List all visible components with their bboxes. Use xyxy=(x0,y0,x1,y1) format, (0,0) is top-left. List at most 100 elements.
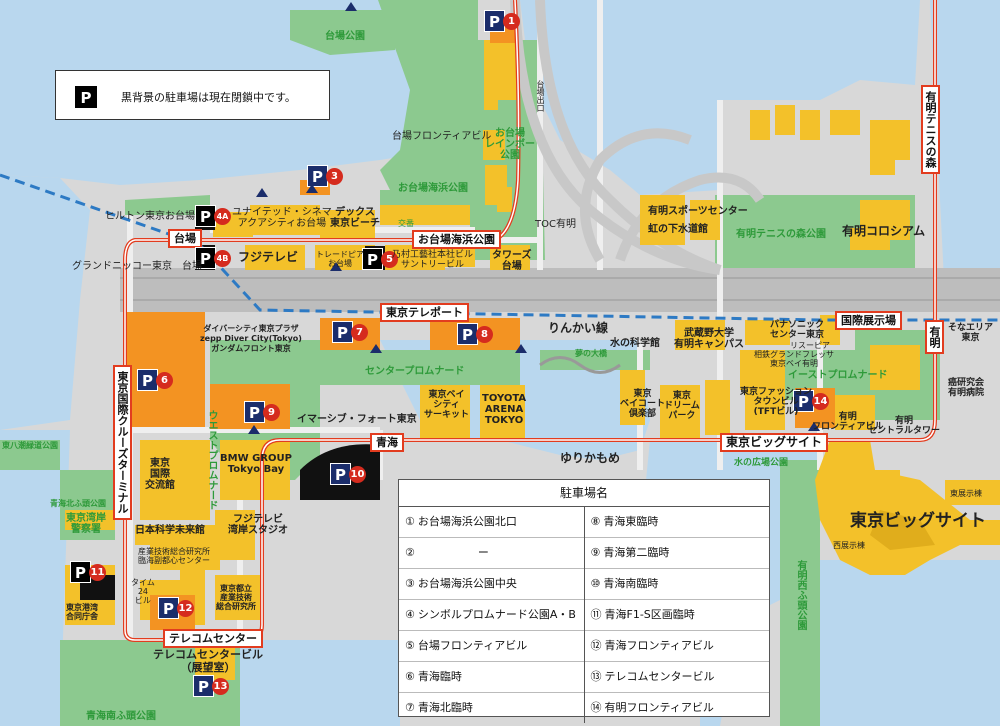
row-name: お台場海浜公園北口 xyxy=(417,515,517,528)
label-sangyo: 東京都立 産業技術 総合研究所 xyxy=(216,584,256,611)
label-grand-nikko: グランドニッコー東京 台場 xyxy=(72,261,202,272)
entrance-icon xyxy=(515,344,527,353)
label-aomi-minami: 青海南ふ頭公園 xyxy=(86,711,156,722)
label-toc: TOC有明 xyxy=(535,219,576,230)
row-name: 青海東臨時 xyxy=(603,515,659,528)
label-miraikan: 日本科学未来館 xyxy=(135,525,205,536)
parking-p-icon: P xyxy=(70,561,91,583)
entrance-icon xyxy=(330,262,342,271)
legend-text: 黒背景の駐車場は現在閉鎖中です。 xyxy=(121,91,296,104)
row-number: ④ xyxy=(405,608,415,621)
label-ariake-west: 有明西ふ頭公園 xyxy=(795,560,806,630)
row-name: 青海フロンティアビル xyxy=(604,639,714,652)
parking-number: 6 xyxy=(156,372,173,389)
label-east-promenade: イーストプロムナード xyxy=(788,370,888,381)
station-teleport: 東京テレポート xyxy=(380,303,469,322)
parking-number: 13 xyxy=(212,678,229,695)
station-ariake-tennis: 有明テニスの森 xyxy=(921,85,940,174)
label-colosseum: 有明コロシアム xyxy=(842,224,926,238)
parking-p-icon: P xyxy=(193,675,214,697)
label-higashi-yashio: 東八潮緑道公園 xyxy=(2,441,58,450)
label-fuji-studio: フジテレビ 湾岸スタジオ xyxy=(228,514,288,536)
label-telecom-bldg: テレコムセンタービル （展望室） xyxy=(153,648,263,674)
parking-p-icon: P xyxy=(195,205,216,227)
label-toyota-arena: TOYOTA ARENA TOKYO xyxy=(482,393,527,426)
row-name: 青海F1-S区画臨時 xyxy=(604,608,695,621)
row-name: シンボルプロムナード公園A・B xyxy=(417,608,576,621)
parking-number: 8 xyxy=(476,326,493,343)
station-odaiba-kaihin: お台場海浜公園 xyxy=(412,230,501,249)
label-niji: 虹の下水道館 xyxy=(648,224,708,235)
parking-number: 14 xyxy=(812,393,829,410)
label-koban: 交番 xyxy=(398,219,414,228)
label-gappu: 東京港湾 合同庁舎 xyxy=(66,603,98,621)
label-baycourt: 東京 ベイコート 倶楽部 xyxy=(620,389,666,419)
entrance-icon xyxy=(248,425,260,434)
label-east-hall: 東展示棟 xyxy=(950,489,982,498)
label-towers: タワーズ 台場 xyxy=(492,250,532,272)
row-number: ⑦ xyxy=(405,701,415,714)
row-number: ⑭ xyxy=(590,701,602,714)
row-number: ③ xyxy=(405,577,415,590)
parking-p-icon: P xyxy=(158,597,179,619)
entrance-icon xyxy=(256,188,268,197)
label-bigsight-big: 東京ビッグサイト xyxy=(850,511,986,531)
row-number: ⑬ xyxy=(590,670,602,683)
station-kokusai-tenjijo: 国際展示場 xyxy=(835,311,902,330)
label-sports: 有明スポーツセンター xyxy=(648,206,748,217)
label-mizu-square: 水の広場公園 xyxy=(734,458,789,468)
row-name: お台場海浜公園中央 xyxy=(417,577,517,590)
label-sotetsu: 相鉄グランドフレッサ 東京ベイ有明 xyxy=(754,350,834,368)
row-name: 青海第二臨時 xyxy=(603,546,670,559)
label-central-tower: 有明 セントラルタワー xyxy=(868,416,941,436)
label-hilton: ヒルトン東京お台場 xyxy=(105,211,195,222)
label-united-cinema: ユナイテッド・シネマ アクアシティお台場 xyxy=(232,207,332,229)
label-venus: イマーシブ・フォート東京 xyxy=(297,414,417,425)
label-yume-bridge: 夢の大橋 xyxy=(575,349,607,358)
label-musashino: 武蔵野大学 有明キャンパス xyxy=(674,328,744,350)
parking-number: 3 xyxy=(326,168,343,185)
label-time24: タイム 24 ビル xyxy=(131,578,155,605)
label-tradepia: トレードピア お台場 xyxy=(316,250,364,268)
row-name: 有明フロンティアビル xyxy=(604,701,714,714)
map-legend: P 黒背景の駐車場は現在閉鎖中です。 xyxy=(55,70,330,120)
label-rinkai: りんかい線 xyxy=(548,321,609,335)
row-name: 台場フロンティアビル xyxy=(417,639,528,652)
label-tennis-park: 有明テニスの森公園 xyxy=(736,229,826,240)
parking-number: 1 xyxy=(503,13,520,30)
entrance-icon xyxy=(808,422,820,431)
table-title: 駐車場名 xyxy=(399,480,769,507)
row-name: 青海臨時 xyxy=(417,670,462,683)
parking-number: 12 xyxy=(177,600,194,617)
row-number: ② xyxy=(405,546,415,559)
label-gan: 癌研究会 有明病院 xyxy=(948,378,985,398)
row-number: ⑤ xyxy=(405,639,415,652)
station-daiba: 台場 xyxy=(168,229,202,248)
station-cruise-terminal: 東京国際クルーズターミナル xyxy=(113,365,132,520)
label-center-promenade: センタープロムナード xyxy=(365,366,465,377)
parking-number: 9 xyxy=(263,404,280,421)
label-west-hall: 西展示棟 xyxy=(833,541,865,550)
parking-p-icon: P xyxy=(362,248,383,270)
parking-p-icon: P xyxy=(332,321,353,343)
entrance-icon xyxy=(370,344,382,353)
label-risupia: リスーピア xyxy=(790,341,830,350)
parking-p-icon: P xyxy=(244,401,265,423)
label-daiba-exit: 台場出口 xyxy=(536,80,545,112)
label-west-promenade: ウエストプロムナード xyxy=(206,410,217,510)
station-ariake: 有明 xyxy=(925,320,944,354)
row-number: ⑥ xyxy=(405,670,415,683)
